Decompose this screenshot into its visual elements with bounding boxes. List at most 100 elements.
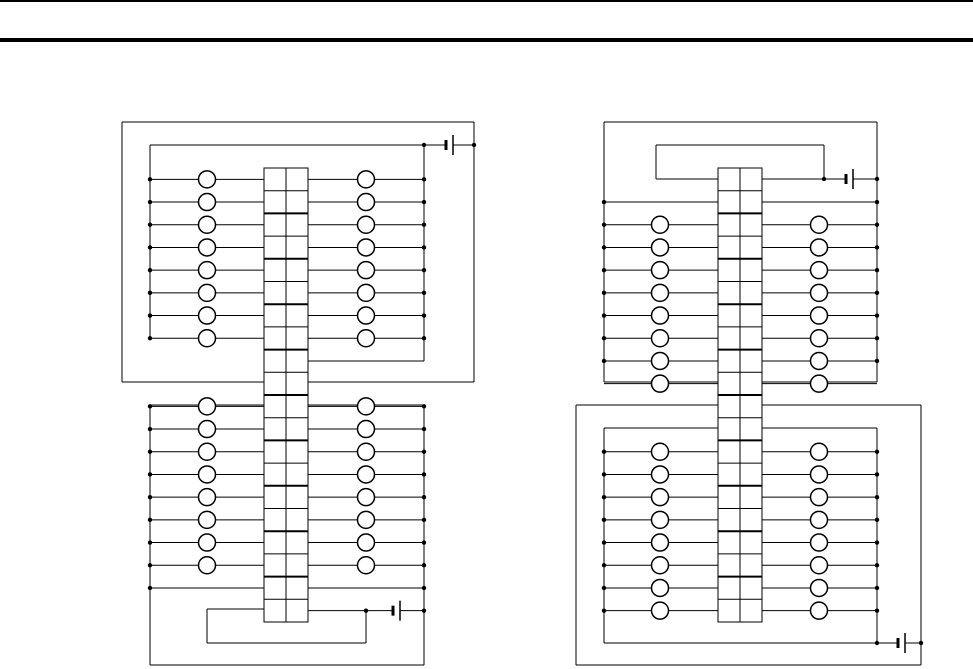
terminal-dot bbox=[148, 404, 152, 408]
input-device-circle bbox=[358, 307, 375, 324]
terminal-dot bbox=[875, 268, 879, 272]
terminal-dot bbox=[875, 608, 879, 612]
input-device-circle bbox=[199, 489, 216, 506]
input-device-circle bbox=[811, 262, 828, 279]
input-device-circle bbox=[199, 307, 216, 324]
terminal-dot bbox=[602, 291, 606, 295]
terminal-dot bbox=[422, 540, 426, 544]
input-device-circle bbox=[358, 239, 375, 256]
terminal-dot bbox=[148, 200, 152, 204]
input-device-circle bbox=[652, 534, 669, 551]
input-device-circle bbox=[811, 284, 828, 301]
input-device-circle bbox=[358, 443, 375, 460]
terminal-dot bbox=[148, 336, 152, 340]
terminal-dot bbox=[875, 336, 879, 340]
terminal-dot bbox=[148, 586, 152, 590]
input-device-circle bbox=[358, 194, 375, 211]
terminal-dot bbox=[602, 540, 606, 544]
terminal-dot bbox=[602, 586, 606, 590]
terminal-dot bbox=[148, 313, 152, 317]
terminal-dot bbox=[422, 472, 426, 476]
input-device-circle bbox=[652, 375, 669, 392]
terminal-dot bbox=[602, 563, 606, 567]
input-device-circle bbox=[358, 421, 375, 438]
terminal-dot bbox=[148, 177, 152, 181]
input-device-circle bbox=[811, 443, 828, 460]
terminal-dot bbox=[602, 200, 606, 204]
terminal-dot bbox=[919, 641, 923, 645]
input-device-circle bbox=[652, 352, 669, 369]
terminal-dot bbox=[422, 495, 426, 499]
input-device-circle bbox=[652, 216, 669, 233]
terminal-dot bbox=[875, 291, 879, 295]
input-device-circle bbox=[358, 262, 375, 279]
input-device-circle bbox=[199, 421, 216, 438]
input-device-circle bbox=[199, 330, 216, 347]
input-device-circle bbox=[811, 489, 828, 506]
input-device-circle bbox=[199, 194, 216, 211]
terminal-dot bbox=[875, 518, 879, 522]
terminal-dot bbox=[875, 540, 879, 544]
terminal-dot bbox=[148, 563, 152, 567]
terminal-dot bbox=[422, 563, 426, 567]
right-wiring-diagram bbox=[576, 122, 923, 665]
terminal-block bbox=[264, 168, 308, 622]
input-device-circle bbox=[199, 443, 216, 460]
terminal-dot bbox=[875, 245, 879, 249]
terminal-dot bbox=[875, 313, 879, 317]
input-device-circle bbox=[811, 534, 828, 551]
terminal-dot bbox=[602, 450, 606, 454]
terminal-dot bbox=[602, 472, 606, 476]
input-device-circle bbox=[199, 466, 216, 483]
terminal-dot bbox=[602, 268, 606, 272]
input-device-circle bbox=[199, 398, 216, 415]
input-device-circle bbox=[199, 216, 216, 233]
terminal-dot bbox=[875, 177, 879, 181]
terminal-dot bbox=[148, 450, 152, 454]
input-device-circle bbox=[652, 602, 669, 619]
input-device-circle bbox=[199, 511, 216, 528]
terminal-dot bbox=[148, 495, 152, 499]
input-device-circle bbox=[358, 398, 375, 415]
input-device-circle bbox=[358, 171, 375, 188]
input-device-circle bbox=[652, 557, 669, 574]
terminal-dot bbox=[875, 563, 879, 567]
terminal-dot bbox=[875, 450, 879, 454]
terminal-dot bbox=[602, 495, 606, 499]
input-device-circle bbox=[358, 466, 375, 483]
terminal-dot bbox=[364, 608, 368, 612]
terminal-dot bbox=[875, 359, 879, 363]
terminal-dot bbox=[875, 495, 879, 499]
input-device-circle bbox=[652, 489, 669, 506]
terminal-dot bbox=[148, 427, 152, 431]
terminal-dot bbox=[422, 427, 426, 431]
input-device-circle bbox=[652, 262, 669, 279]
input-device-circle bbox=[199, 557, 216, 574]
input-device-circle bbox=[811, 330, 828, 347]
input-device-circle bbox=[199, 239, 216, 256]
input-device-circle bbox=[652, 443, 669, 460]
terminal-dot bbox=[875, 641, 879, 645]
terminal-dot bbox=[148, 291, 152, 295]
input-device-circle bbox=[652, 466, 669, 483]
terminal-dot bbox=[472, 143, 476, 147]
terminal-dot bbox=[602, 223, 606, 227]
terminal-dot bbox=[148, 268, 152, 272]
input-device-circle bbox=[358, 330, 375, 347]
terminal-dot bbox=[875, 472, 879, 476]
terminal-dot bbox=[148, 540, 152, 544]
input-device-circle bbox=[199, 171, 216, 188]
input-device-circle bbox=[358, 489, 375, 506]
input-device-circle bbox=[358, 284, 375, 301]
terminal-block bbox=[718, 168, 762, 622]
left-wiring-diagram bbox=[122, 122, 476, 665]
input-device-circle bbox=[199, 534, 216, 551]
terminal-dot bbox=[602, 608, 606, 612]
input-device-circle bbox=[358, 557, 375, 574]
terminal-dot bbox=[875, 200, 879, 204]
terminal-dot bbox=[148, 472, 152, 476]
input-device-circle bbox=[811, 352, 828, 369]
input-device-circle bbox=[811, 602, 828, 619]
input-device-circle bbox=[199, 262, 216, 279]
